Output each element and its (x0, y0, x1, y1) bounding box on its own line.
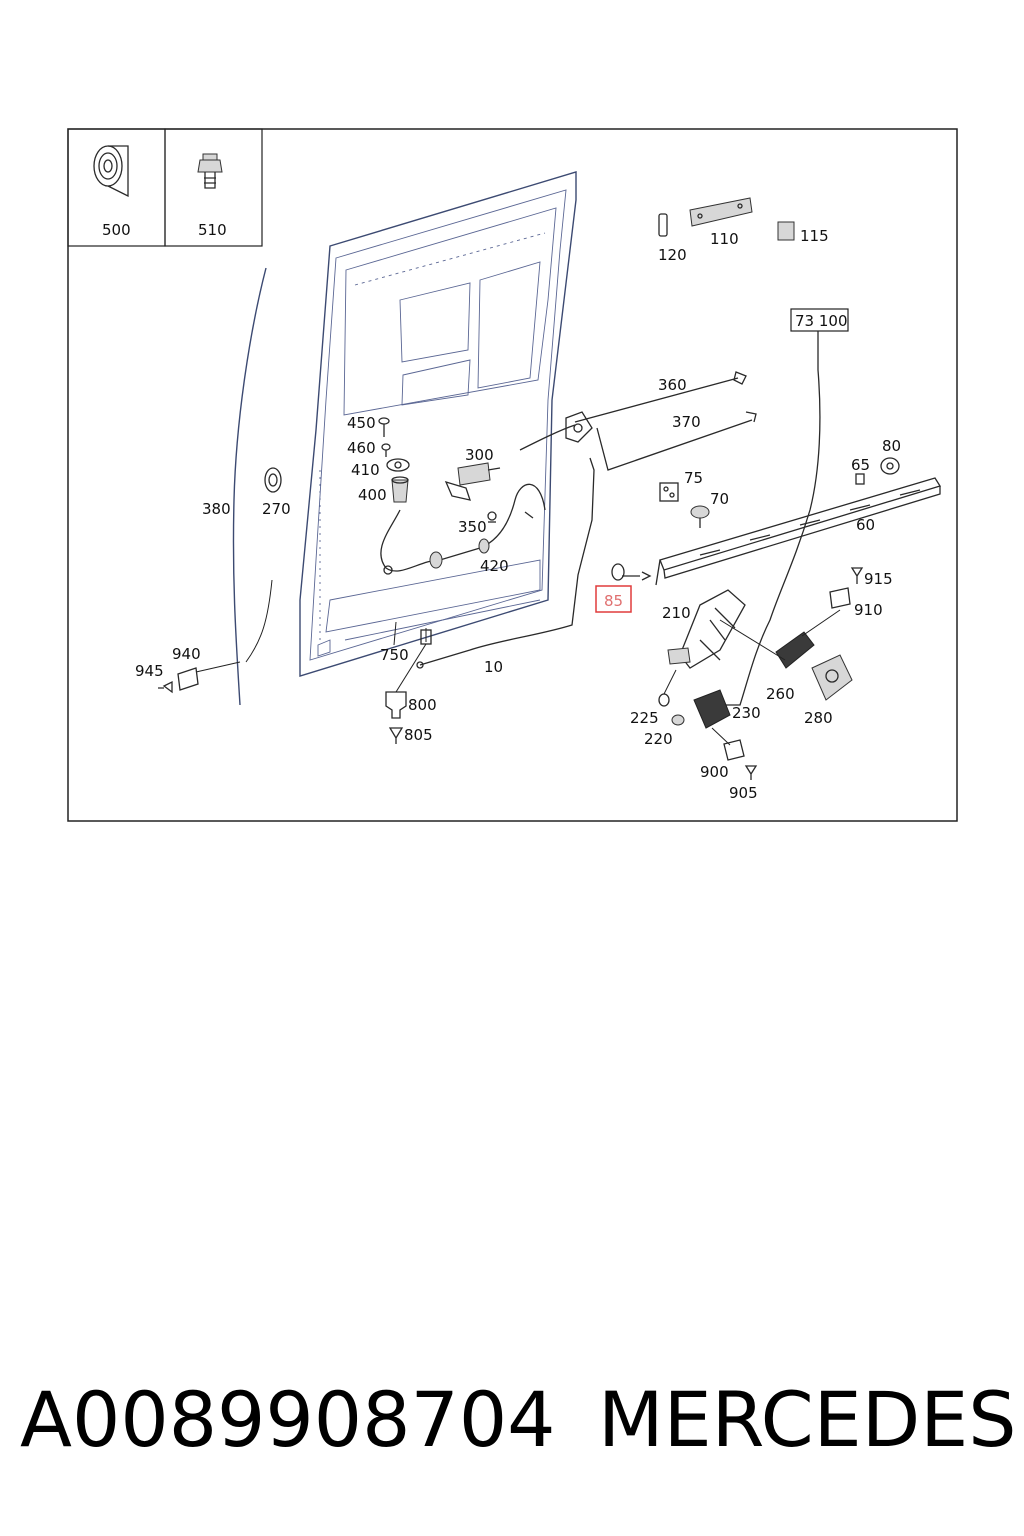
lock-mechanism (565, 411, 593, 443)
callout-60: 60 (856, 516, 875, 534)
tape-roll-icon (93, 145, 129, 198)
connector-910 (829, 587, 851, 609)
module-260 (775, 631, 815, 669)
callout-910: 910 (854, 601, 883, 619)
callout-280: 280 (804, 709, 833, 727)
callout-70: 70 (710, 490, 729, 508)
parts-diagram: 500 510 (67, 128, 958, 822)
roller-80 (880, 457, 900, 475)
bolt-450 (378, 417, 390, 437)
callout-260: 260 (766, 685, 795, 703)
pin-905 (744, 765, 758, 780)
bolt-70 (690, 505, 710, 528)
motor-280 (811, 654, 853, 701)
bolt-220 (671, 714, 685, 726)
callout-400: 400 (358, 486, 387, 504)
gasket-410 (386, 458, 410, 472)
callout-800: 800 (408, 696, 437, 714)
callout-10: 10 (484, 658, 503, 676)
pin-945 (158, 680, 173, 694)
callout-360: 360 (658, 376, 687, 394)
callout-110: 110 (710, 230, 739, 248)
callout-805: 805 (404, 726, 433, 744)
callout-270: 270 (262, 500, 291, 518)
footer: A0089908704 MERCEDES (20, 1370, 1016, 1470)
callout-940: 940 (172, 645, 201, 663)
callout-450: 450 (347, 414, 376, 432)
callout-300: 300 (465, 446, 494, 464)
callout-75: 75 (684, 469, 703, 487)
rod-370 (596, 411, 757, 471)
callout-120: 120 (658, 246, 687, 264)
bowden-cable (725, 331, 821, 706)
actuator-300 (444, 462, 501, 501)
connector-940 (177, 667, 199, 691)
cover-230 (693, 689, 731, 729)
highlight-box-85 (595, 585, 632, 613)
part-number: A0089908704 (20, 1375, 556, 1464)
rod-360 (574, 371, 747, 423)
diagram-frame (67, 128, 958, 822)
cylinder-400 (391, 476, 409, 503)
callout-750: 750 (380, 646, 409, 664)
callout-225: 225 (630, 709, 659, 727)
callout-410: 410 (351, 461, 380, 479)
callout-915: 915 (864, 570, 893, 588)
callout-420: 420 (480, 557, 509, 575)
callout-65: 65 (851, 456, 870, 474)
callout-210: 210 (662, 604, 691, 622)
rail-60 (655, 477, 942, 586)
handle-plate-110 (689, 197, 753, 227)
pad-75 (659, 482, 679, 502)
callout-85: 85 (604, 592, 623, 610)
callout-220: 220 (644, 730, 673, 748)
pin-805 (388, 727, 404, 744)
inset-box-510 (164, 128, 263, 247)
leader-750 (393, 621, 397, 646)
pin-915 (850, 567, 864, 584)
cap-120 (658, 213, 668, 237)
callout-115: 115 (800, 227, 829, 245)
seal-strip-380 (232, 267, 267, 706)
callout-460: 460 (347, 439, 376, 457)
connector-900 (723, 739, 745, 761)
clip-icon (197, 153, 223, 189)
callout-905: 905 (729, 784, 758, 802)
callout-box-73100 (790, 308, 849, 332)
callout-350: 350 (458, 518, 487, 536)
cable-420 (380, 483, 546, 572)
callout-230: 230 (732, 704, 761, 722)
callout-80: 80 (882, 437, 901, 455)
callout-370: 370 (672, 413, 701, 431)
washer-460 (381, 443, 391, 457)
callout-900: 900 (700, 763, 729, 781)
clip-225 (658, 693, 670, 707)
screw-85 (611, 563, 652, 581)
part-65 (855, 473, 865, 485)
inset-label-510: 510 (198, 221, 227, 239)
cable-10 (419, 457, 595, 666)
door-handle-270 (264, 467, 282, 493)
callout-73100: 73 100 (795, 312, 848, 330)
brand-name: MERCEDES (598, 1375, 1017, 1464)
sliding-door-panel (299, 171, 577, 677)
callout-945: 945 (135, 662, 164, 680)
lock-assembly-210 (667, 589, 746, 669)
callout-380: 380 (202, 500, 231, 518)
connector-800 (385, 691, 407, 719)
clip-115 (777, 221, 795, 241)
screw-350 (487, 511, 497, 523)
inset-label-500: 500 (102, 221, 131, 239)
